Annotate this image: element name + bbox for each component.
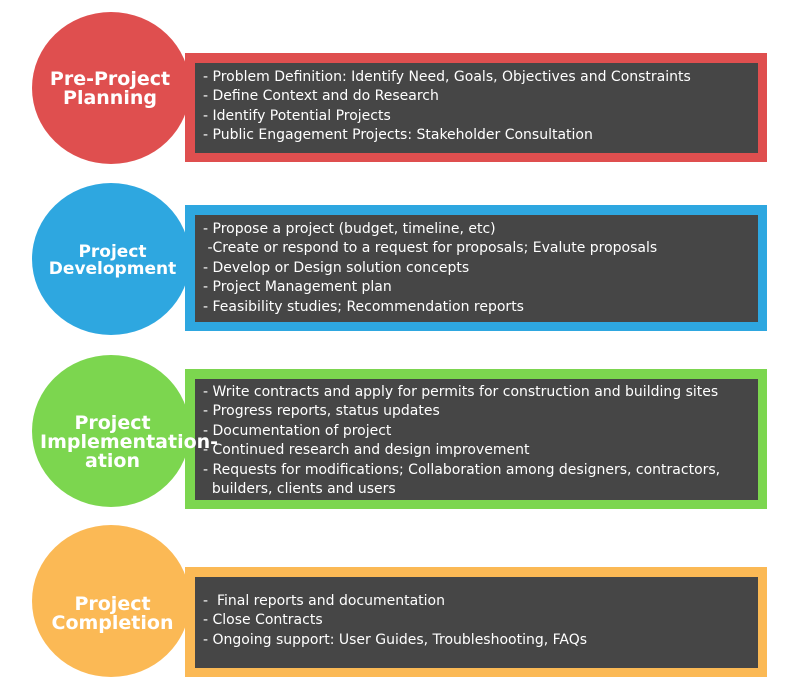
stage-title-line: Completion bbox=[51, 612, 174, 634]
stage-title-line: ation bbox=[85, 450, 140, 472]
list-item: - Documentation of project bbox=[203, 422, 392, 439]
list-item: - Develop or Design solution concepts bbox=[203, 259, 470, 276]
stage-title-line: Project bbox=[74, 412, 151, 434]
list-item: - Propose a project (budget, timeline, e… bbox=[203, 221, 496, 237]
stage-panel bbox=[195, 215, 758, 322]
list-item: - Close Contracts bbox=[203, 612, 323, 629]
list-item: - Problem Definition: Identify Need, Goa… bbox=[203, 69, 691, 85]
stage-panel bbox=[195, 577, 758, 668]
list-item: - Public Engagement Projects: Stakeholde… bbox=[203, 127, 593, 144]
list-item: - Define Context and do Research bbox=[203, 88, 439, 105]
list-item: - Progress reports, status updates bbox=[203, 403, 440, 420]
stage-title-line: Planning bbox=[63, 87, 157, 109]
stage-title: Project Development bbox=[40, 244, 185, 278]
list-item: - Requests for modifications; Collaborat… bbox=[203, 461, 721, 478]
stage-title-line: Development bbox=[48, 259, 177, 279]
stage-items: - Propose a project (budget, timeline, e… bbox=[203, 220, 753, 317]
list-item: - Write contracts and apply for permits … bbox=[203, 384, 719, 400]
stage-circle bbox=[32, 355, 190, 507]
stage-circle bbox=[32, 525, 190, 677]
stage-panel bbox=[195, 379, 758, 500]
list-item: - Project Management plan bbox=[203, 279, 392, 296]
list-item: - Identify Potential Projects bbox=[203, 107, 391, 124]
stage-title-line: Project bbox=[78, 242, 147, 262]
stage-panel bbox=[195, 63, 758, 153]
stage-title-line: Pre-Project bbox=[49, 68, 171, 90]
stage-title: Pre-Project Planning bbox=[40, 70, 180, 108]
stage-items: - Final reports and documentation - Clos… bbox=[203, 592, 753, 650]
stage-title: Project Implementation- ation bbox=[40, 412, 219, 472]
list-item: - Final reports and documentation bbox=[203, 593, 445, 609]
stage-title-line: Implementation- bbox=[40, 431, 219, 453]
stage-title-line: Project bbox=[74, 593, 151, 615]
list-item: - Feasibility studies; Recommendation re… bbox=[203, 298, 524, 315]
stage-circle bbox=[32, 12, 190, 164]
list-item: -Create or respond to a request for prop… bbox=[203, 240, 658, 257]
list-item: - Continued research and design improvem… bbox=[203, 442, 530, 459]
stage-title: Project Completion bbox=[40, 595, 185, 633]
stage-items: - Problem Definition: Identify Need, Goa… bbox=[203, 68, 753, 146]
list-item: - Ongoing support: User Guides, Troubles… bbox=[203, 631, 588, 648]
stage-circle bbox=[32, 183, 190, 335]
list-item: builders, clients and users bbox=[203, 481, 396, 498]
stage-items: - Write contracts and apply for permits … bbox=[203, 383, 753, 499]
